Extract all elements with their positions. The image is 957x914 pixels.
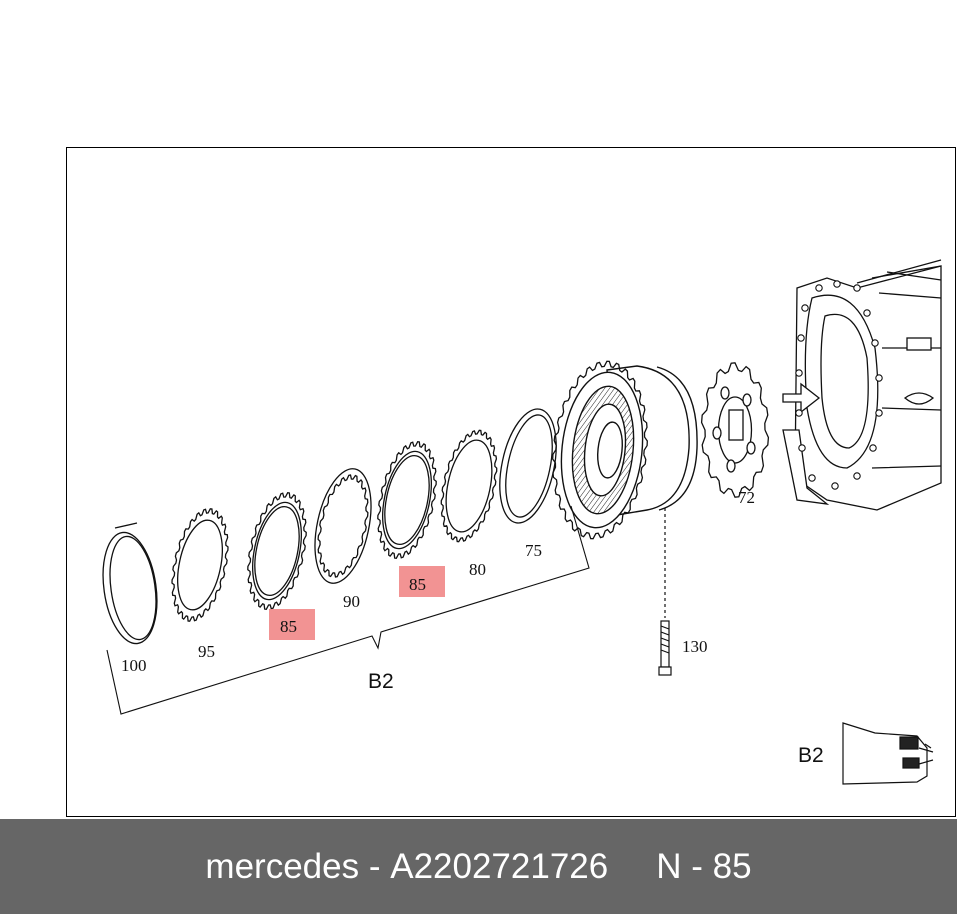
plate-ring xyxy=(382,450,432,550)
inner-plate-part xyxy=(314,468,372,584)
part-number: A2202721726 xyxy=(390,846,609,886)
outer-plate-part xyxy=(440,429,498,543)
pressure-plate-part xyxy=(499,408,557,524)
flange-bolt xyxy=(798,444,806,452)
callout-label-85-left[interactable]: 85 xyxy=(280,617,297,636)
spline-teeth xyxy=(317,474,369,578)
position-number: 85 xyxy=(712,846,752,886)
brand-name: mercedes xyxy=(205,846,360,886)
spline-teeth xyxy=(377,440,437,560)
callout-label-130: 130 xyxy=(682,637,708,656)
callout-label-75: 75 xyxy=(525,541,542,560)
gear-hole xyxy=(712,426,722,440)
flange-bolt xyxy=(808,474,816,482)
plate-ring xyxy=(177,519,223,611)
callout-label-90: 90 xyxy=(343,592,360,611)
flange-bolt xyxy=(833,280,841,288)
flange-bolt xyxy=(801,304,809,312)
separator: - xyxy=(691,846,703,886)
exploded-view-drawing: 100 95 85 90 85 80 75 72 130 B2 B2 xyxy=(102,259,942,785)
flange-bolt xyxy=(863,309,871,317)
bolt-part xyxy=(658,508,672,676)
flange-bolt xyxy=(853,472,861,480)
part-caption: mercedes - A2202721726 N - 85 xyxy=(0,819,957,914)
sprocket-gear-part xyxy=(700,362,770,498)
flange-bolt xyxy=(875,374,883,382)
plate-ring xyxy=(314,468,372,584)
gear-hub xyxy=(728,409,744,441)
position-prefix: N xyxy=(656,846,682,886)
callout-label-80: 80 xyxy=(469,560,486,579)
gear-hole xyxy=(720,386,730,400)
flange-bolt xyxy=(869,444,877,452)
snap-ring-part xyxy=(102,522,158,645)
spline-teeth xyxy=(440,429,498,543)
callout-label-85-right[interactable]: 85 xyxy=(409,575,426,594)
outer-plate-part xyxy=(171,508,229,622)
clutch-drum-splines xyxy=(552,360,648,540)
spline-teeth xyxy=(171,508,229,622)
callout-label-72: 72 xyxy=(738,488,755,507)
spline-teeth xyxy=(247,491,307,611)
spline-teeth xyxy=(552,360,648,540)
highlight-box-85-left xyxy=(269,609,315,640)
plate-ring xyxy=(384,455,430,545)
flange-bolt xyxy=(831,482,839,490)
gear-hole xyxy=(726,459,736,473)
housing-bolts xyxy=(795,280,883,490)
b2-group-bracket xyxy=(106,505,590,715)
clutch-drum-part xyxy=(560,365,698,529)
gear-hole xyxy=(742,393,752,407)
gear-hole xyxy=(746,441,756,455)
footer-bar: mercedes - A2202721726 N - 85 xyxy=(0,819,957,914)
flange-bolt xyxy=(853,284,861,292)
friction-disc-part xyxy=(247,491,307,611)
flange-bolt xyxy=(795,369,803,377)
highlight-box-85-right xyxy=(399,566,445,597)
flange-bolt xyxy=(875,409,883,417)
plate-ring xyxy=(252,501,302,601)
friction-disc-part xyxy=(377,440,437,560)
callout-label-100: 100 xyxy=(121,656,147,675)
b2-position-inset xyxy=(842,722,934,785)
flange-bolt xyxy=(795,409,803,417)
inset-label-b2: B2 xyxy=(798,744,824,767)
callout-label-95: 95 xyxy=(198,642,215,661)
flange-bolt xyxy=(815,284,823,292)
plate-ring xyxy=(445,439,493,533)
plate-ring xyxy=(254,506,300,596)
group-label-b2: B2 xyxy=(368,670,394,693)
separator: - xyxy=(368,846,381,886)
transmission-housing-part xyxy=(782,259,942,511)
parts-diagram: 100 95 85 90 85 80 75 72 130 B2 B2 xyxy=(66,147,956,817)
flange-bolt xyxy=(871,339,879,347)
flange-bolt xyxy=(797,334,805,342)
